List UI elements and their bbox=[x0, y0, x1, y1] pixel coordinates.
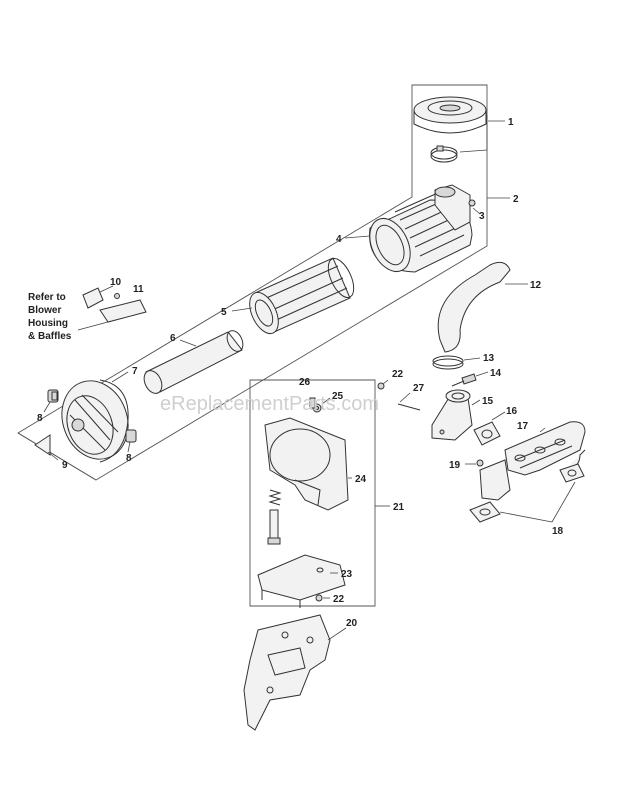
leader-27 bbox=[399, 392, 411, 403]
part-8-latch-top bbox=[47, 389, 59, 403]
callout-26: 26 bbox=[299, 377, 311, 388]
assembly-box-blower bbox=[249, 379, 376, 607]
callout-10: 10 bbox=[110, 277, 122, 288]
callout-9: 9 bbox=[62, 460, 68, 471]
leader-18 bbox=[499, 481, 576, 523]
callout-24: 24 bbox=[355, 474, 367, 485]
leader-10 bbox=[99, 285, 114, 293]
callout-17: 17 bbox=[517, 421, 529, 432]
part-6-inner-filter bbox=[143, 330, 244, 394]
callout-23: 23 bbox=[341, 569, 353, 580]
callout-1: 1 bbox=[508, 117, 514, 128]
part-27-stud bbox=[397, 403, 421, 411]
leader-16 bbox=[491, 411, 506, 421]
part-4-housing bbox=[369, 184, 473, 273]
part-15-elbow bbox=[431, 389, 473, 441]
note-line-1: Refer to bbox=[28, 292, 66, 303]
callout-18: 18 bbox=[552, 526, 564, 537]
leader-25 bbox=[321, 397, 331, 405]
leader-9 bbox=[47, 451, 59, 461]
callout-25: 25 bbox=[332, 391, 344, 402]
part-26-bolt bbox=[309, 397, 316, 409]
leader-5 bbox=[231, 307, 253, 312]
leader-20 bbox=[327, 627, 347, 641]
part-11-plate bbox=[99, 299, 147, 323]
part-12-hose bbox=[437, 261, 511, 353]
callout-21: 21 bbox=[393, 502, 405, 513]
leader-17 bbox=[539, 427, 546, 433]
callout-22b: 22 bbox=[333, 594, 345, 605]
part-7-base bbox=[61, 379, 129, 463]
note-line-3: Housing bbox=[28, 318, 68, 329]
part-spring bbox=[267, 489, 282, 545]
leader-3 bbox=[472, 207, 481, 215]
callout-19: 19 bbox=[449, 460, 461, 471]
leader-13 bbox=[463, 357, 481, 361]
leader-15 bbox=[471, 399, 481, 406]
part-1-cover bbox=[413, 96, 487, 134]
part-24-shroud bbox=[264, 417, 349, 511]
part-17-manifold bbox=[479, 421, 586, 501]
part-16-gasket bbox=[473, 421, 501, 446]
part-18-gasket-right bbox=[559, 463, 585, 483]
part-23-bracket bbox=[257, 554, 346, 608]
callout-12: 12 bbox=[530, 280, 542, 291]
leader-8b bbox=[127, 441, 131, 453]
leader-1 bbox=[459, 115, 505, 153]
callout-22a: 22 bbox=[392, 369, 404, 380]
leader-6 bbox=[179, 339, 197, 347]
part-5-filter bbox=[249, 257, 355, 335]
callout-14: 14 bbox=[490, 368, 502, 379]
callout-20: 20 bbox=[346, 618, 358, 629]
part-9-bracket bbox=[34, 434, 51, 456]
callout-4: 4 bbox=[336, 234, 342, 245]
leader-4 bbox=[344, 235, 371, 239]
callout-16: 16 bbox=[506, 406, 518, 417]
note-line-4: & Baffles bbox=[28, 331, 72, 342]
part-8-latch-bottom bbox=[125, 429, 137, 443]
callout-11: 11 bbox=[133, 284, 144, 295]
part-3-screw bbox=[468, 199, 476, 207]
part-14-screw bbox=[451, 373, 477, 387]
leader-7 bbox=[111, 371, 129, 383]
callout-15: 15 bbox=[482, 396, 494, 407]
part-22-nut-bottom bbox=[315, 594, 323, 602]
callout-27: 27 bbox=[413, 383, 425, 394]
part-18-gasket-left bbox=[469, 501, 501, 523]
callout-8b: 8 bbox=[126, 453, 132, 464]
callout-13: 13 bbox=[483, 353, 495, 364]
part-19-nut bbox=[476, 459, 484, 467]
leader-14 bbox=[475, 371, 489, 377]
part-22-nut-top bbox=[377, 382, 385, 390]
callout-6: 6 bbox=[170, 333, 176, 344]
watermark: eReplacementParts.com bbox=[160, 393, 379, 415]
part-1-clamp bbox=[430, 145, 458, 163]
callout-5: 5 bbox=[221, 307, 227, 318]
callout-2: 2 bbox=[513, 194, 519, 205]
callout-8a: 8 bbox=[37, 413, 43, 424]
part-20-baffle bbox=[243, 614, 331, 731]
part-11-nut bbox=[114, 293, 120, 299]
part-10-bracket bbox=[82, 287, 104, 309]
note-line-2: Blower bbox=[28, 305, 61, 316]
leader-8a bbox=[43, 401, 51, 413]
part-13-clamp bbox=[432, 355, 464, 370]
leader-22a bbox=[382, 379, 389, 385]
assembly-box-exhaust bbox=[17, 432, 97, 481]
callout-7: 7 bbox=[132, 366, 138, 377]
callout-3: 3 bbox=[479, 211, 485, 222]
